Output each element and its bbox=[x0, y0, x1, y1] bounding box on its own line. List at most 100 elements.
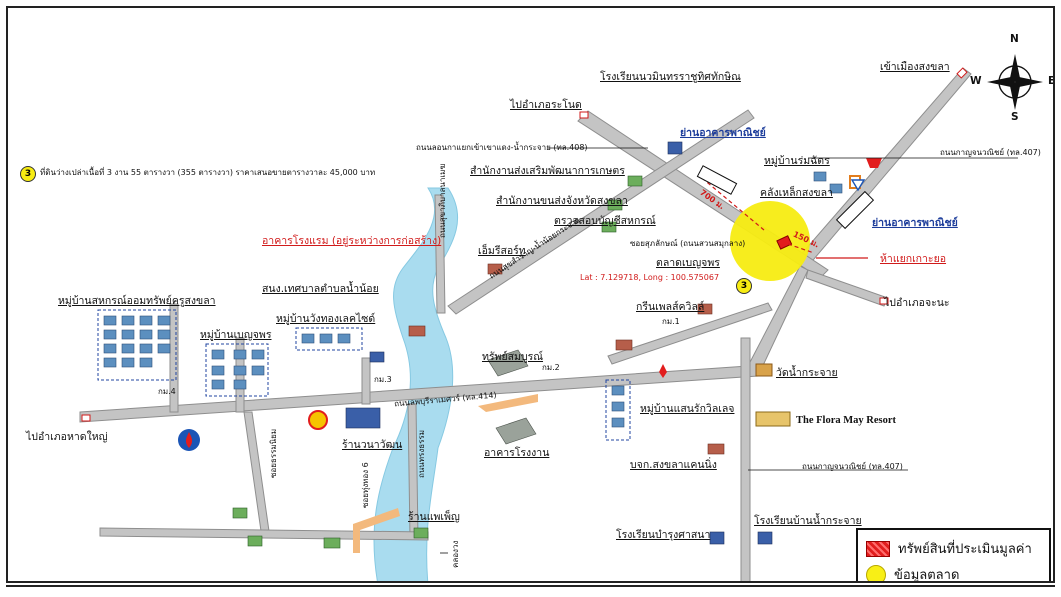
road-chana bbox=[805, 269, 889, 307]
arrow-songkhla bbox=[956, 67, 968, 79]
note-text: ที่ดินว่างเปล่าเนื้อที่ 3 งาน 55 ตารางวา… bbox=[40, 168, 376, 177]
village-benchaporn-cluster bbox=[205, 343, 269, 397]
label-canal: คลองวง bbox=[451, 540, 460, 568]
label-to-hatyai: ไปอำเภอหาดใหญ่ bbox=[26, 431, 108, 443]
soi6-road bbox=[353, 508, 400, 553]
map-canvas bbox=[79, 54, 1043, 581]
legend-row-market: ข้อมูลตลาด bbox=[866, 564, 960, 583]
label-to-ranot: ไปอำเภอระโนด bbox=[510, 99, 582, 111]
compass-east: E bbox=[1048, 75, 1055, 87]
school-icons bbox=[345, 141, 773, 545]
market-number-badge: 3 bbox=[736, 278, 752, 294]
road-to-green bbox=[607, 302, 773, 365]
compass-north: N bbox=[1010, 33, 1019, 45]
label-road-vertical: ถนนสุขาภิบาลนาเมฆ bbox=[438, 163, 447, 238]
honda-logo bbox=[866, 158, 882, 168]
house-icons bbox=[103, 171, 843, 428]
label-road-nongbua: ถนนทรงธรรม bbox=[417, 429, 426, 478]
road-bottom bbox=[99, 527, 429, 541]
label-school-top: โรงเรียนนวมินทรราชูทิศทักษิณ bbox=[600, 71, 741, 83]
legend-property-swatch bbox=[866, 540, 890, 557]
label-soi-chaweng: ซอยธรรมนิยม bbox=[269, 428, 278, 478]
village-sahakorn-cluster bbox=[97, 309, 177, 381]
legend-box: ทรัพย์สินที่ประเมินมูลค่า ข้อมูลตลาด bbox=[856, 528, 1051, 583]
label-road-407: ถนนกาญจนวณิชย์ (ทล.407) bbox=[940, 148, 1041, 157]
label-factory: อาคารโรงงาน bbox=[484, 447, 550, 459]
arrow-chana bbox=[879, 297, 889, 305]
label-road-408: ถนนลอนกาแยกเข้าเขาแดง-น้ำกระจาย (ทล.408) bbox=[416, 143, 588, 152]
label-tambon-office: สนง.เทศบาลตำบลน้ำน้อย bbox=[262, 283, 379, 295]
arrow-hatyai bbox=[81, 414, 91, 422]
label-km4: กม.4 bbox=[158, 387, 176, 396]
label-soi-khwan: ซอยสุภลักษณ์ (ถนนสวนสมุกลาง) bbox=[630, 239, 746, 248]
commercial-rect-1 bbox=[696, 165, 738, 195]
label-to-songkhla: เข้าเมืองสงขลา bbox=[880, 61, 950, 73]
label-village-benchaporn: หมู่บ้านเบญจพร bbox=[200, 329, 272, 341]
label-latlong: Lat : 7.129718, Long : 100.575067 bbox=[580, 273, 720, 282]
label-village-manat: หมู่บ้านร่มฉัตร bbox=[764, 155, 830, 167]
label-school-bamrung: โรงเรียนบำรุงศาสนา bbox=[616, 529, 711, 541]
factory-buildings bbox=[487, 349, 537, 445]
market-circle bbox=[730, 201, 810, 281]
label-ag-office: สำนักงานส่งเสริมพัฒนาการเกษตร bbox=[470, 165, 625, 177]
label-bk-songkhla: บจก.สงขลาแคนนิ่ง bbox=[630, 459, 717, 471]
label-em-resort: เอ็มรีสอร์ท bbox=[478, 245, 526, 257]
road-407-south bbox=[740, 337, 751, 581]
compass-west: W bbox=[970, 75, 982, 87]
label-hotel-construction: อาคารโรงแรม (อยู่ระหว่างการก่อสร้าง) bbox=[262, 235, 442, 247]
bottom-border bbox=[6, 585, 1055, 597]
road-407-north bbox=[797, 67, 972, 267]
road-diag-nam bbox=[447, 109, 755, 315]
road-south-1 bbox=[243, 411, 271, 539]
label-village-sahakorn: หมู่บ้านสหกรณ์ออมทรัพย์ครูสงขลา bbox=[58, 295, 216, 307]
commercial-rect-2 bbox=[835, 190, 875, 230]
label-km1: กม.1 bbox=[662, 317, 680, 326]
village-saensuk-cluster bbox=[605, 379, 631, 441]
label-junction: ห้าแยกเกาะยอ bbox=[880, 253, 947, 265]
label-to-chana: ไปอำเภอจะนะ bbox=[884, 297, 950, 309]
green-icons bbox=[232, 175, 643, 549]
map-frame: N S E W 3 ที่ดินว่างเปล่าเนื้อที่ 3 งาน … bbox=[6, 6, 1055, 583]
road-km4 bbox=[169, 303, 179, 413]
arrow-ranot bbox=[579, 111, 589, 119]
toyota-logo bbox=[850, 179, 866, 192]
legend-row-property: ทรัพย์สินที่ประเมินมูลค่า bbox=[866, 538, 1032, 559]
legend-market-swatch bbox=[866, 564, 886, 581]
label-village-wangthong: หมู่บ้านวังทองเลคไซด์ bbox=[276, 313, 376, 325]
flora-resort-icon bbox=[755, 411, 791, 427]
label-green-place: กรีนเพลส์ควิลล์ bbox=[636, 301, 705, 313]
wat-icon bbox=[755, 363, 773, 377]
label-road-407b: ถนนกาญจนวณิชย์ (ทล.407) bbox=[802, 462, 903, 471]
label-sappasomboon: ทรัพย์สมบูรณ์ bbox=[482, 351, 544, 363]
label-school-nam: โรงเรียนบ้านน้ำกระจาย bbox=[754, 515, 862, 527]
label-flora: The Flora May Resort bbox=[796, 415, 897, 426]
label-market: ตลาดเบญจพร bbox=[656, 257, 720, 269]
label-commercial-2: ย่านอาคารพาณิชย์ bbox=[872, 217, 958, 229]
compass-south: S bbox=[1011, 111, 1019, 123]
mitsubishi-logo bbox=[659, 364, 667, 378]
label-soi-6: ซอยทุ่งทอง 6 bbox=[361, 462, 370, 508]
village-wangthong-cluster bbox=[295, 327, 363, 351]
subject-marker bbox=[776, 235, 793, 250]
label-account-office: ตรวจสอบบัญชีสหกรณ์ bbox=[554, 215, 656, 227]
label-shop-paenyen: ร้านแพเพ็ญ bbox=[408, 511, 460, 523]
label-steel-shop: คลังเหล็กสงขลา bbox=[760, 187, 833, 199]
label-village-saensuk: หมู่บ้านแสนรักวิลเลจ bbox=[640, 403, 735, 415]
label-transport-office: สำนักงานขนส่งจังหวัดสงขลา bbox=[496, 195, 628, 207]
legend-market-label: ข้อมูลตลาด bbox=[894, 568, 960, 583]
factory-road bbox=[478, 394, 538, 412]
road-vertical-left bbox=[434, 194, 446, 314]
label-shop-wana: ร้านวนาวัฒน bbox=[342, 439, 403, 451]
legend-property-label: ทรัพย์สินที่ประเมินมูลค่า bbox=[898, 542, 1032, 557]
river bbox=[373, 187, 458, 581]
note-number-badge: 3 bbox=[20, 166, 36, 182]
compass-rose bbox=[987, 54, 1043, 110]
label-km3: กม.3 bbox=[374, 375, 392, 384]
shell-logo bbox=[308, 410, 328, 430]
road-km3 bbox=[361, 357, 371, 405]
label-wat: วัดน้ำกระจาย bbox=[776, 367, 838, 379]
building-icons bbox=[408, 263, 725, 455]
label-km2: กม.2 bbox=[542, 363, 560, 372]
distance-150 bbox=[787, 243, 815, 254]
label-commercial-1: ย่านอาคารพาณิชย์ bbox=[680, 127, 766, 139]
